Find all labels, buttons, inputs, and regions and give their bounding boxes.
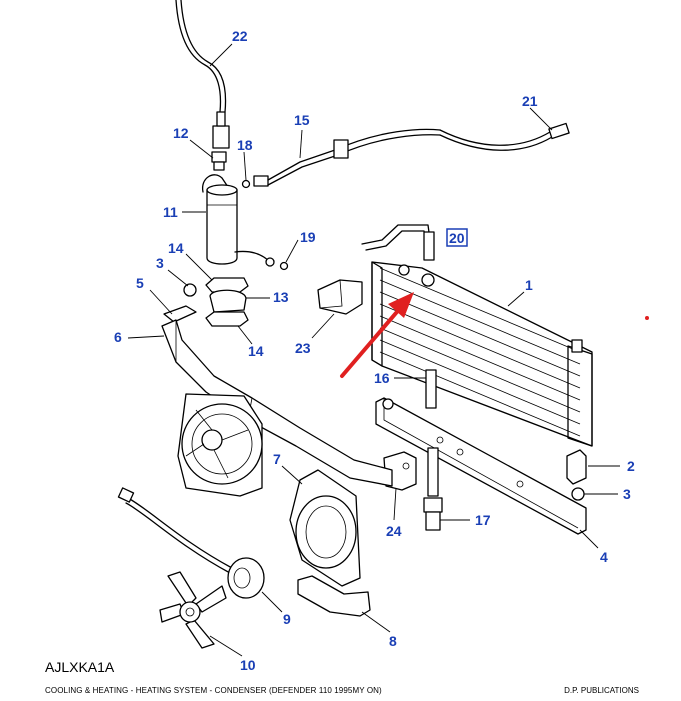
leader-lines: [127, 43, 620, 657]
highlight-arrow: [340, 292, 414, 378]
callout-18: 18: [237, 137, 253, 153]
callout-3-right: 3: [623, 486, 631, 502]
publisher: D.P. PUBLICATIONS: [564, 686, 639, 695]
callout-10: 10: [240, 657, 256, 673]
mount-3-5-left: [163, 283, 197, 323]
bracket-23: [317, 279, 363, 315]
shroud-7: [289, 469, 361, 587]
callout-7: 7: [273, 451, 281, 467]
callout-17: 17: [475, 512, 491, 528]
callout-6: 6: [114, 329, 122, 345]
o-ring-18: [241, 179, 251, 189]
hose-22: [175, 0, 230, 149]
callout-14-bottom: 14: [248, 343, 264, 359]
clamp-13-14: [205, 277, 249, 327]
callout-15: 15: [294, 112, 310, 128]
callout-labels: 1 2 3 3 4 5 6 7 8 9 10 11 12 13 14 14 15…: [114, 28, 635, 673]
callout-4: 4: [600, 549, 608, 565]
pipe-15: [253, 128, 441, 187]
callout-1: 1: [525, 277, 533, 293]
callout-16: 16: [374, 370, 390, 386]
motor-9: [117, 487, 265, 599]
callout-11: 11: [163, 204, 178, 220]
hose-21: [439, 122, 570, 151]
mount-2-3-right: [566, 449, 587, 501]
callout-23: 23: [295, 340, 311, 356]
pipe-16: [425, 369, 437, 409]
callout-12: 12: [173, 125, 189, 141]
pressure-switch-12: [211, 151, 227, 171]
fan-blade-10: [159, 571, 227, 649]
callout-22: 22: [232, 28, 248, 44]
o-ring-19: [279, 261, 289, 271]
crossmember-4: [375, 397, 587, 535]
callout-9: 9: [283, 611, 291, 627]
callout-21: 21: [522, 93, 538, 109]
callout-2: 2: [627, 458, 635, 474]
callout-14-top: 14: [168, 240, 184, 256]
valve-17: [423, 447, 443, 531]
callout-5: 5: [136, 275, 144, 291]
receiver-drier-11: [201, 174, 275, 267]
fan-assembly: [177, 393, 263, 497]
callout-8: 8: [389, 633, 397, 649]
callout-20-box: [446, 228, 468, 247]
callout-20: 20: [449, 230, 465, 246]
diagram-caption: COOLING & HEATING - HEATING SYSTEM - CON…: [45, 686, 382, 695]
bracket-8: [297, 575, 371, 617]
red-dot: [645, 316, 649, 320]
condenser-1: [361, 224, 593, 447]
callout-24: 24: [386, 523, 402, 539]
callout-13: 13: [273, 289, 289, 305]
callout-19: 19: [300, 229, 316, 245]
diagram-code: AJLXKA1A: [45, 659, 115, 675]
callout-3-left: 3: [156, 255, 164, 271]
